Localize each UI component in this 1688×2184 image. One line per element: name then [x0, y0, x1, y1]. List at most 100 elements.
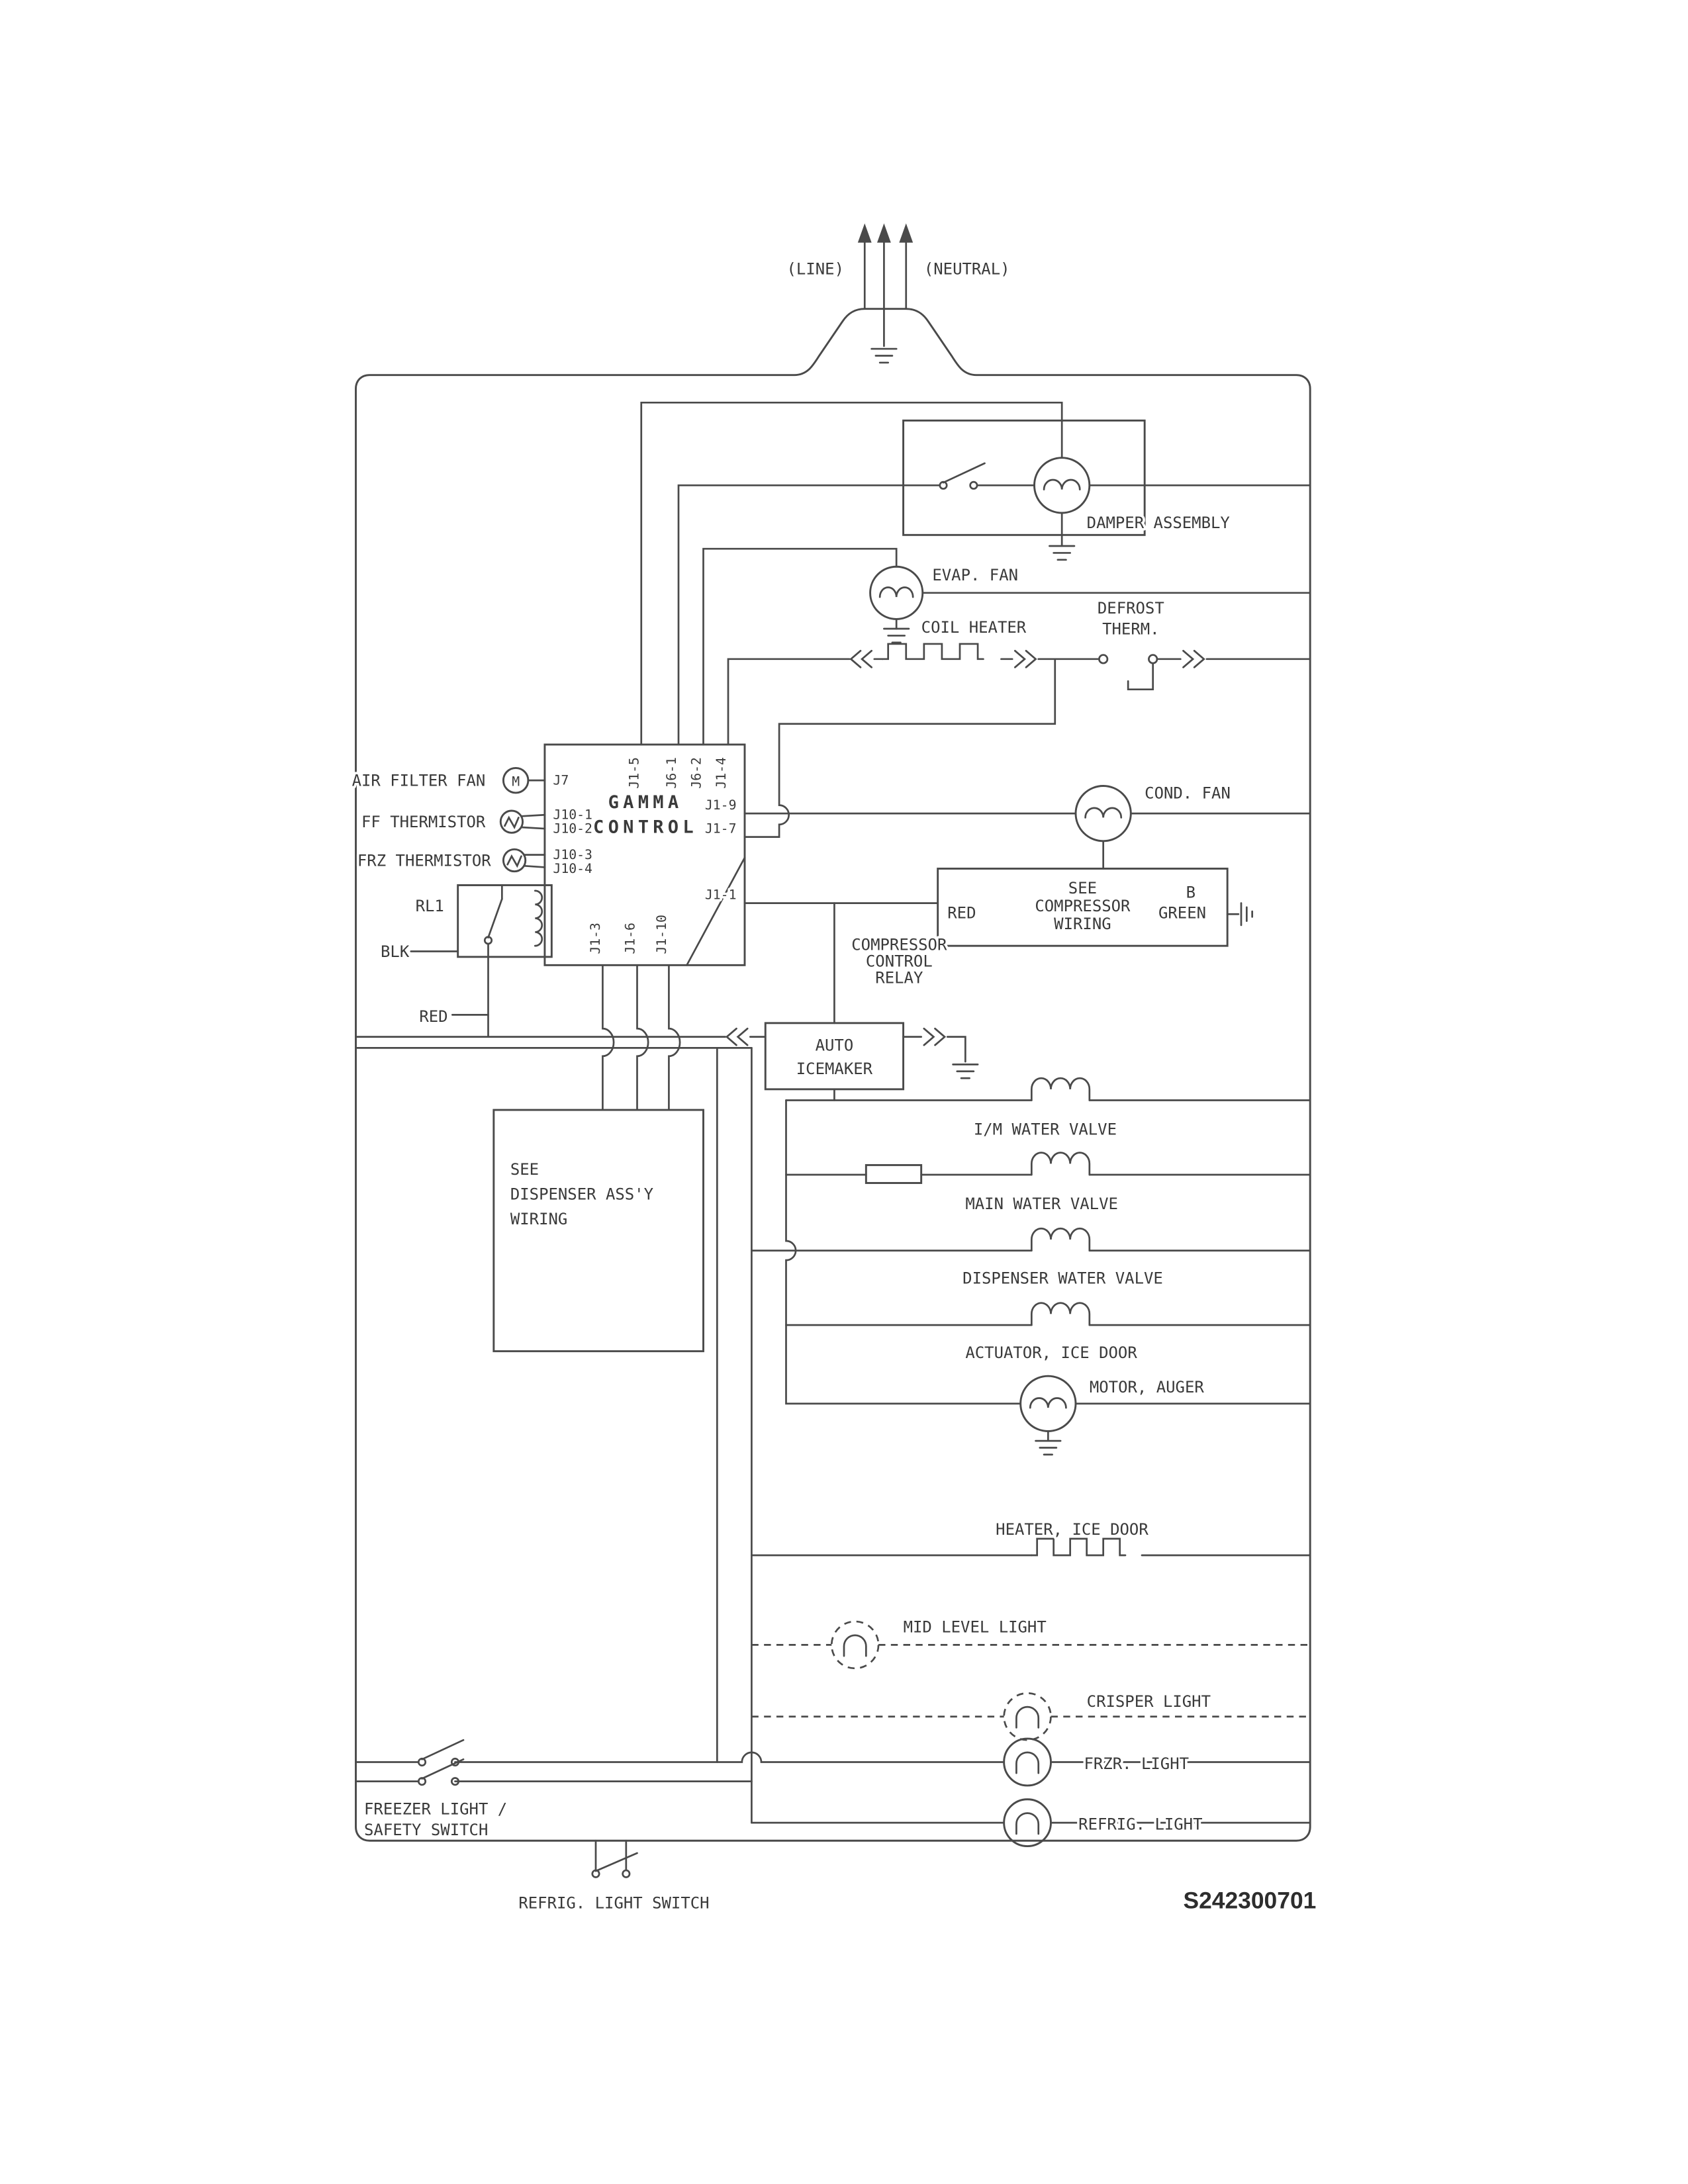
compressor-red-label: RED	[947, 904, 976, 923]
fan-motor-icon	[869, 565, 924, 620]
neutral-prong-arrow-icon	[899, 223, 914, 243]
pin-j6-1: J6-1	[664, 757, 679, 789]
gamma-label-2: CONTROL	[593, 817, 698, 837]
pin-j10-4: J10-4	[553, 861, 592, 876]
mid-level-light: MID LEVEL LIGHT	[751, 1615, 1311, 1670]
ff-thermistor: FF THERMISTOR	[359, 809, 546, 834]
freezer-safety-label-1: FREEZER LIGHT /	[364, 1800, 507, 1819]
air-filter-fan-label: AIR FILTER FAN	[352, 772, 486, 790]
cond-fan-label: COND. FAN	[1145, 784, 1231, 802]
pin-j1-9: J1-9	[705, 797, 737, 813]
switch-icon	[483, 884, 503, 945]
compressor-relay-label-2: CONTROL	[866, 952, 933, 970]
see-compressor-label-2: COMPRESSOR	[1035, 897, 1131, 915]
lamp-icon	[1003, 1737, 1052, 1787]
coil-heater-label: COIL HEATER	[921, 618, 1027, 637]
actuator-ice-door-label: ACTUATOR, ICE DOOR	[965, 1343, 1137, 1362]
pin-j6-2: J6-2	[688, 757, 704, 789]
evap-fan: EVAP. FAN	[869, 563, 1311, 644]
ground-icon	[883, 627, 910, 644]
pin-j1-6: J1-6	[622, 923, 637, 954]
lamp-icon	[1003, 1798, 1052, 1848]
heater-ice-door-label: HEATER, ICE DOOR	[996, 1520, 1149, 1539]
relay-rl1: RL1 BLK RED	[378, 884, 553, 1038]
pin-j10-3: J10-3	[553, 847, 592, 862]
refrig-light: REFRIG. LIGHT	[751, 1798, 1311, 1848]
pin-j10-1: J10-1	[553, 807, 592, 823]
coil-heater: COIL HEATER	[849, 616, 1100, 668]
pin-j7: J7	[553, 772, 569, 788]
thermistor-icon	[502, 848, 527, 873]
auto-icemaker-label-2: ICEMAKER	[796, 1060, 873, 1078]
connector-arrow-right-icon	[1013, 649, 1037, 668]
motor-auger-label: MOTOR, AUGER	[1090, 1378, 1205, 1396]
dispenser-water-valve-label: DISPENSER WATER VALVE	[962, 1269, 1163, 1288]
part-number: S242300701	[1184, 1887, 1317, 1913]
compressor-b-label: B	[1186, 883, 1196, 901]
line-label: (LINE)	[787, 260, 844, 279]
defrost-therm-label-2: THERM.	[1102, 619, 1159, 638]
coil-icon	[1030, 1227, 1091, 1251]
coil-icon	[1030, 1077, 1091, 1101]
dispenser-assy-box: SEE DISPENSER ASS'Y WIRING	[492, 1109, 704, 1353]
neutral-label: (NEUTRAL)	[924, 260, 1010, 279]
gamma-bottom-wires	[602, 964, 681, 1111]
line-prong-arrow-icon	[857, 223, 872, 243]
pin-j1-7: J1-7	[705, 821, 737, 836]
blk-label: BLK	[381, 942, 410, 961]
power-plug: (LINE) (NEUTRAL)	[784, 223, 1012, 364]
motor-auger: MOTOR, AUGER	[1019, 1375, 1311, 1456]
freezer-safety-switch: FREEZER LIGHT / SAFETY SWITCH	[355, 1739, 1004, 1842]
pin-j1-10: J1-10	[654, 915, 669, 954]
coil-icon	[1030, 1302, 1091, 1326]
gamma-control: GAMMA CONTROL J1-5 J6-1 J6-2 J1-4 J7 J10…	[543, 743, 746, 966]
pin-j1-5: J1-5	[627, 757, 642, 789]
lamp-icon	[830, 1620, 880, 1670]
connector-arrow-left-icon	[725, 1027, 749, 1046]
fan-motor-icon	[1019, 1375, 1077, 1432]
refrig-light-switch: REFRIG. LIGHT SWITCH	[516, 1839, 712, 1915]
crisper-light-label: CRISPER LIGHT	[1087, 1692, 1211, 1711]
heater-element-icon	[881, 643, 984, 660]
defrost-thermostat: DEFROST THERM.	[1095, 596, 1311, 691]
compressor-relay-label-3: RELAY	[875, 968, 923, 987]
ground-icon	[952, 1063, 979, 1079]
actuator-ice-door: ACTUATOR, ICE DOOR	[785, 1302, 1311, 1365]
see-dispenser-label-2: DISPENSER ASS'Y	[510, 1185, 653, 1204]
wire-bus	[355, 1036, 1022, 1824]
thermistor-icon	[499, 809, 524, 834]
relay-coil-icon	[534, 889, 543, 947]
ground-icon	[870, 347, 898, 364]
heater-ice-door: HEATER, ICE DOOR	[751, 1518, 1311, 1557]
frzr-light-label: FRZR. LIGHT	[1084, 1754, 1190, 1773]
pin-j1-4: J1-4	[714, 757, 729, 789]
frzr-light: FRZR. LIGHT	[1003, 1737, 1311, 1787]
ff-thermistor-label: FF THERMISTOR	[361, 813, 486, 831]
heater-element-icon	[1030, 1537, 1127, 1557]
auto-icemaker-label-1: AUTO	[816, 1036, 854, 1055]
refrig-light-switch-label: REFRIG. LIGHT SWITCH	[518, 1893, 709, 1912]
j1-7-wire	[743, 658, 1056, 838]
main-water-valve: MAIN WATER VALVE	[785, 1152, 1311, 1216]
compressor-green-label: GREEN	[1158, 904, 1206, 923]
pin-j10-2: J10-2	[553, 821, 592, 836]
frz-thermistor: FRZ THERMISTOR	[355, 848, 546, 873]
rl1-label: RL1	[416, 897, 444, 915]
gamma-label-1: GAMMA	[608, 792, 683, 813]
fuse-icon	[865, 1163, 923, 1184]
defrost-therm-label-1: DEFROST	[1098, 599, 1164, 617]
crisper-light: CRISPER LIGHT	[751, 1690, 1311, 1741]
freezer-safety-label-2: SAFETY SWITCH	[364, 1821, 488, 1839]
compressor-wiring-box: SEE COMPRESSOR WIRING RED B GREEN COMPRE…	[743, 868, 1254, 1024]
switch-icon	[591, 1852, 638, 1878]
connector-arrow-left-icon	[849, 649, 873, 668]
ground-icon	[1049, 545, 1076, 561]
motor-m-label: M	[512, 774, 520, 790]
thermostat-icon	[1127, 662, 1154, 691]
pin-j1-1: J1-1	[705, 887, 737, 902]
see-dispenser-label-3: WIRING	[510, 1210, 567, 1228]
gamma-top-wires	[640, 401, 1063, 746]
ground-icon	[1035, 1439, 1062, 1456]
